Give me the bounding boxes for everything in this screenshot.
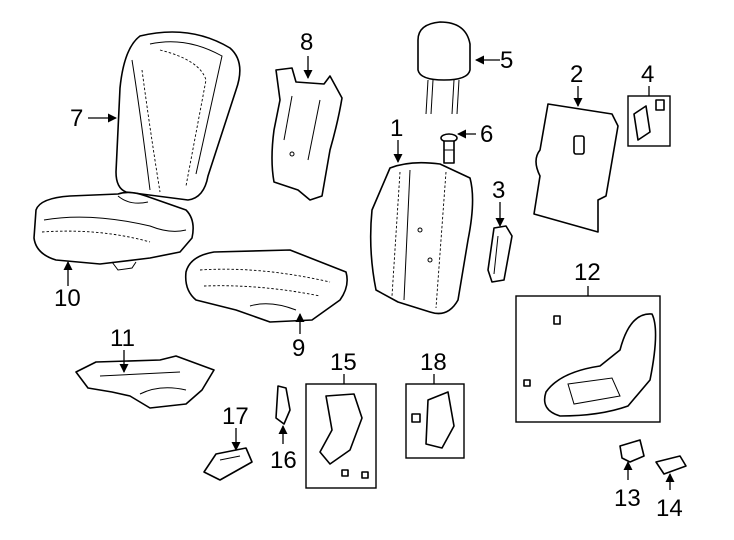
side-cover-part xyxy=(203,447,253,481)
cap-part xyxy=(655,455,687,475)
callout-8: 8 xyxy=(300,29,313,56)
callout-18: 18 xyxy=(420,349,447,376)
callout-numbers: 1 2 3 4 5 6 7 8 9 10 11 12 13 14 15 16 1… xyxy=(54,29,683,522)
clip-part xyxy=(619,439,645,463)
side-shield-part xyxy=(515,295,661,423)
hinge-cover-part xyxy=(275,385,291,425)
callout-17: 17 xyxy=(222,403,249,430)
callout-1: 1 xyxy=(390,115,403,142)
headrest-guide-part xyxy=(440,133,458,164)
back-board-part xyxy=(533,103,619,233)
bracket-set-part xyxy=(627,95,671,147)
callout-2: 2 xyxy=(570,61,583,88)
seat-back-pad-part xyxy=(369,161,474,315)
callout-10: 10 xyxy=(54,285,81,312)
callout-11: 11 xyxy=(110,325,135,352)
recliner-cover-part xyxy=(305,383,377,489)
callout-4: 4 xyxy=(641,61,654,88)
callout-13: 13 xyxy=(614,485,641,512)
callout-14: 14 xyxy=(656,495,683,522)
callout-16: 16 xyxy=(270,447,297,474)
cushion-frame-part xyxy=(75,355,215,409)
cushion-pad-part xyxy=(184,249,348,323)
headrest-part xyxy=(417,21,471,115)
seat-cushion-part xyxy=(33,191,194,271)
callout-9: 9 xyxy=(292,335,305,362)
callout-3: 3 xyxy=(492,177,505,204)
back-panel-part xyxy=(271,67,343,201)
callout-5: 5 xyxy=(500,47,513,74)
callout-12: 12 xyxy=(574,259,601,286)
side-bracket-part xyxy=(405,383,465,459)
callout-6: 6 xyxy=(480,121,493,148)
trim-piece-part xyxy=(487,225,513,283)
callout-15: 15 xyxy=(330,349,357,376)
leader-lines xyxy=(63,55,675,490)
seat-back-cover-part xyxy=(115,31,241,201)
callout-7: 7 xyxy=(70,105,83,132)
